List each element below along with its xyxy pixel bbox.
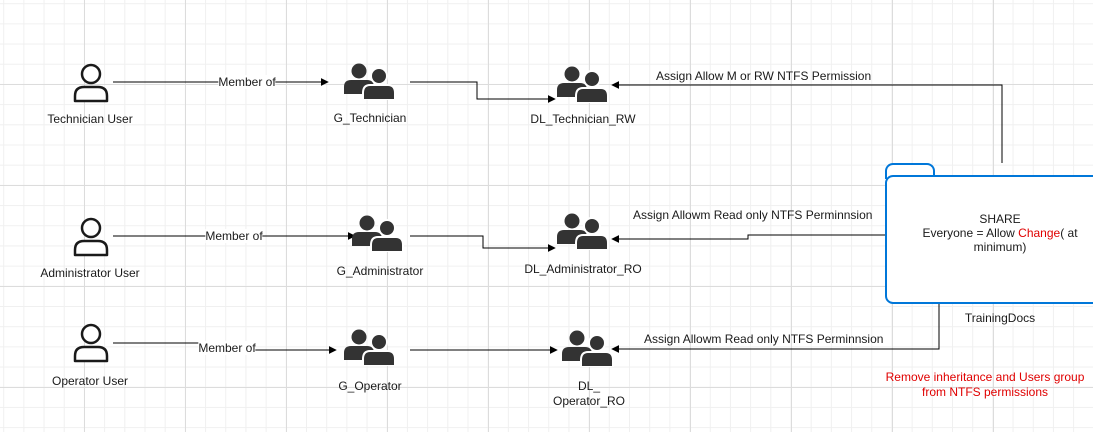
share-folder[interactable] <box>885 175 1093 304</box>
share-permission-highlight: Change <box>1018 226 1061 240</box>
group-label-dl-operator-line1: DL_ <box>577 379 601 393</box>
group-label-dl-administrator: DL_Administrator_RO <box>524 262 642 276</box>
group-label-dl-operator-line2: Operator_RO <box>552 394 626 408</box>
user-label-administrator: Administrator User <box>40 266 140 280</box>
share-folder-name: TrainingDocs <box>964 311 1036 325</box>
share-folder-text: SHARE Everyone = Allow Change( at minimu… <box>885 212 1093 254</box>
ntfs-note-line2: from NTFS permissions <box>921 385 1049 399</box>
group-label-g-technician: G_Technician <box>333 111 407 125</box>
edge-label-permission-administrator: Assign Allowm Read only NTFS Perminnsion <box>633 208 873 222</box>
share-permission-line: Everyone = Allow Change( at <box>922 226 1078 240</box>
edge-label-member-of: Member of <box>205 229 263 243</box>
group-nesting-connector-technician <box>410 81 556 103</box>
group-icon <box>562 330 614 367</box>
ntfs-note-line1: Remove inheritance and Users group <box>885 370 1085 384</box>
group-nesting-connector-administrator <box>410 235 556 252</box>
edge-label-member-of: Member of <box>218 75 276 89</box>
permission-connector-technician <box>611 81 1003 163</box>
user-icon <box>73 323 109 363</box>
user-icon <box>73 217 109 257</box>
edge-label-member-of: Member of <box>198 341 256 355</box>
user-label-technician: Technician User <box>47 112 133 126</box>
group-icon <box>344 329 396 366</box>
user-label-operator: Operator User <box>51 374 129 388</box>
group-label-g-administrator: G_Administrator <box>336 264 424 278</box>
group-label-dl-technician: DL_Technician_RW <box>530 112 636 126</box>
group-label-g-operator: G_Operator <box>338 379 402 393</box>
group-icon <box>557 213 609 250</box>
user-icon <box>73 63 109 103</box>
group-icon <box>344 63 396 100</box>
permission-connector-administrator <box>611 234 885 243</box>
group-icon <box>352 215 404 252</box>
share-title: SHARE <box>979 212 1021 226</box>
edge-label-permission-operator: Assign Allowm Read only NTFS Perminnsion <box>644 332 884 346</box>
share-permission-line-2: minimum) <box>973 240 1027 254</box>
group-icon <box>557 66 609 103</box>
edge-label-permission-technician: Assign Allow M or RW NTFS Permission <box>656 69 872 83</box>
permission-connector-operator <box>611 300 940 353</box>
